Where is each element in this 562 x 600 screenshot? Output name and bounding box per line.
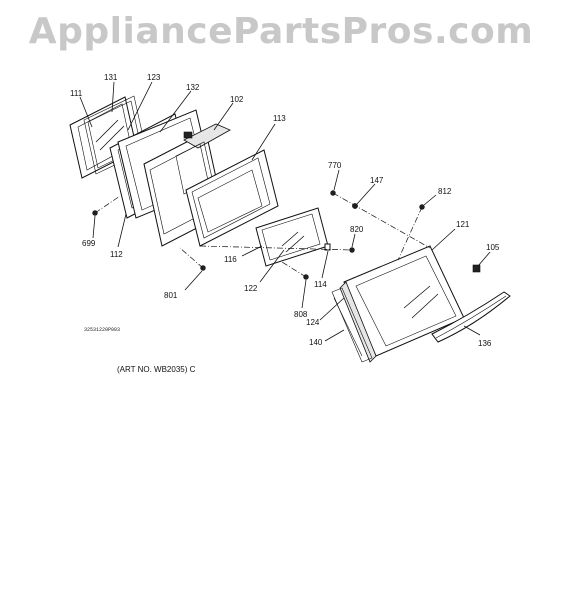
part-140-door-trim[interactable] xyxy=(331,287,373,363)
callout-770: 770 xyxy=(328,161,342,170)
callout-122: 122 xyxy=(244,284,258,293)
callout-121: 121 xyxy=(456,220,470,229)
callout-808: 808 xyxy=(294,310,308,319)
callout-699: 699 xyxy=(82,239,96,248)
callout-112: 112 xyxy=(110,250,123,259)
callout-124: 124 xyxy=(306,318,320,327)
watermark-logo: AppliancePartsPros.com xyxy=(28,11,534,52)
callout-113: 113 xyxy=(273,114,286,123)
callout-131: 131 xyxy=(104,73,118,82)
part-121-outer-door[interactable] xyxy=(339,245,465,363)
callout-812: 812 xyxy=(438,187,452,196)
callout-136: 136 xyxy=(478,339,492,348)
callout-140: 140 xyxy=(309,338,323,347)
callout-114: 114 xyxy=(314,280,327,289)
callout-105: 105 xyxy=(486,243,500,252)
leader-lines xyxy=(79,81,491,342)
callout-132: 132 xyxy=(186,83,200,92)
callout-102: 102 xyxy=(230,95,244,104)
callout-123: 123 xyxy=(147,73,161,82)
callout-111: 111 xyxy=(70,89,83,98)
callout-labels: 111 131 123 132 102 113 770 147 812 699 … xyxy=(70,73,500,348)
part-136-door-handle[interactable] xyxy=(431,291,511,343)
part-116-window-assembly[interactable] xyxy=(255,207,329,267)
callout-820: 820 xyxy=(350,225,364,234)
part-114-bracket[interactable] xyxy=(324,243,331,251)
drawing-code: 32531220P003 xyxy=(84,327,120,333)
part-105-clip[interactable] xyxy=(472,264,481,273)
assembly-lines xyxy=(94,192,431,278)
part-820-screw[interactable] xyxy=(349,247,355,253)
callout-147: 147 xyxy=(370,176,384,185)
callout-801: 801 xyxy=(164,291,178,300)
art-number: (ART NO. WB2035) C xyxy=(117,365,196,374)
callout-116: 116 xyxy=(224,255,237,264)
part-113-door-panel[interactable] xyxy=(185,149,279,247)
